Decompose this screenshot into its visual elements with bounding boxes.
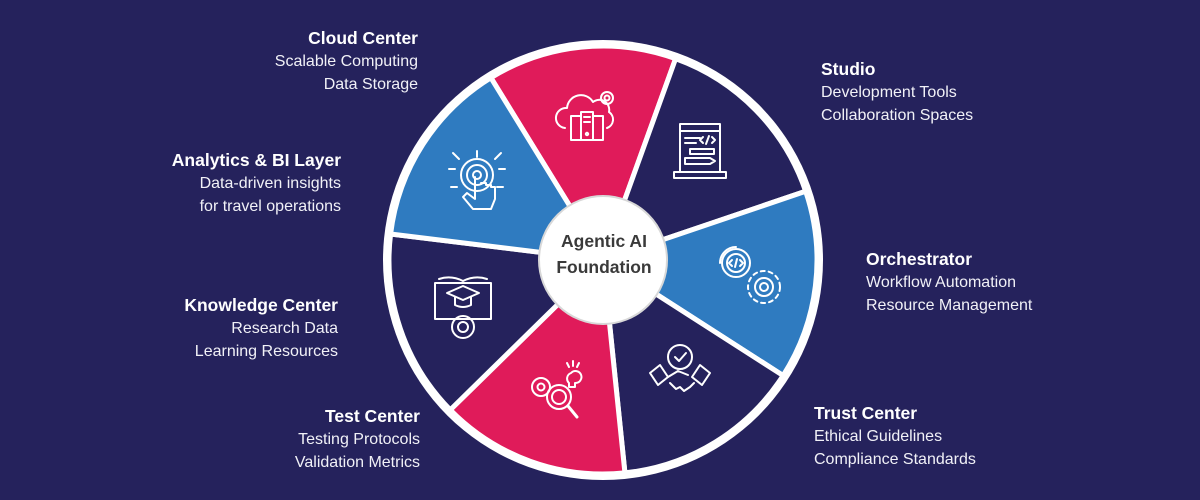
segment-title: Analytics & BI Layer <box>171 150 341 170</box>
segment-line: Workflow Automation <box>866 274 1016 291</box>
cloud-server-icon <box>555 91 614 141</box>
label-test-center: Test Center Testing Protocols Validation… <box>295 405 420 474</box>
center-title: Agentic AI Foundation <box>540 228 668 280</box>
segment-line: Collaboration Spaces <box>821 107 974 124</box>
label-studio: Studio Development Tools Collaboration S… <box>821 58 973 127</box>
segment-line: Validation Metrics <box>294 454 420 471</box>
touch-circuit-icon <box>448 150 506 210</box>
segment-line: Compliance Standards <box>814 451 976 468</box>
center-title-line2: Foundation <box>556 257 652 277</box>
segment-title: Test Center <box>325 406 420 426</box>
segment-studio <box>600 56 809 263</box>
center-title-line1: Agentic AI <box>561 231 647 251</box>
segment-cloud-center <box>488 43 679 263</box>
label-cloud-center: Cloud Center Scalable Computing Data Sto… <box>275 27 418 96</box>
label-analytics-bi-layer: Analytics & BI Layer Data-driven insight… <box>172 149 341 218</box>
segment-title: Studio <box>821 59 876 79</box>
segment-line: Resource Management <box>866 297 1033 314</box>
segment-line: Scalable Computing <box>274 53 418 70</box>
segment-title: Cloud Center <box>308 28 418 48</box>
segment-line: Learning Resources <box>194 343 338 360</box>
segment-line: Development Tools <box>821 84 957 101</box>
segment-line: Data-driven insights <box>199 175 341 192</box>
center-hub <box>538 195 668 325</box>
segment-analytics-bi-layer <box>388 75 606 263</box>
segment-title: Knowledge Center <box>184 295 338 315</box>
label-orchestrator: Orchestrator Workflow Automation Resourc… <box>866 248 1032 317</box>
segment-line: Ethical Guidelines <box>814 428 943 445</box>
code-gear-cycle-icon <box>719 246 781 304</box>
segment-line: for travel operations <box>199 198 341 215</box>
segment-line: Data Storage <box>323 76 418 93</box>
laptop-code-icon <box>673 123 727 179</box>
segment-title: Trust Center <box>814 403 918 423</box>
label-knowledge-center: Knowledge Center Research Data Learning … <box>184 294 338 363</box>
segment-line: Research Data <box>231 320 338 337</box>
segment-trust-center <box>600 257 786 476</box>
segment-orchestrator <box>600 188 820 379</box>
book-graduation-gear-icon <box>434 276 492 339</box>
gear-magnifier-icon <box>531 360 583 419</box>
segment-line: Testing Protocols <box>298 431 420 448</box>
handshake-check-icon <box>649 344 711 392</box>
label-trust-center: Trust Center Ethical Guidelines Complian… <box>814 402 976 471</box>
segment-title: Orchestrator <box>866 249 973 269</box>
